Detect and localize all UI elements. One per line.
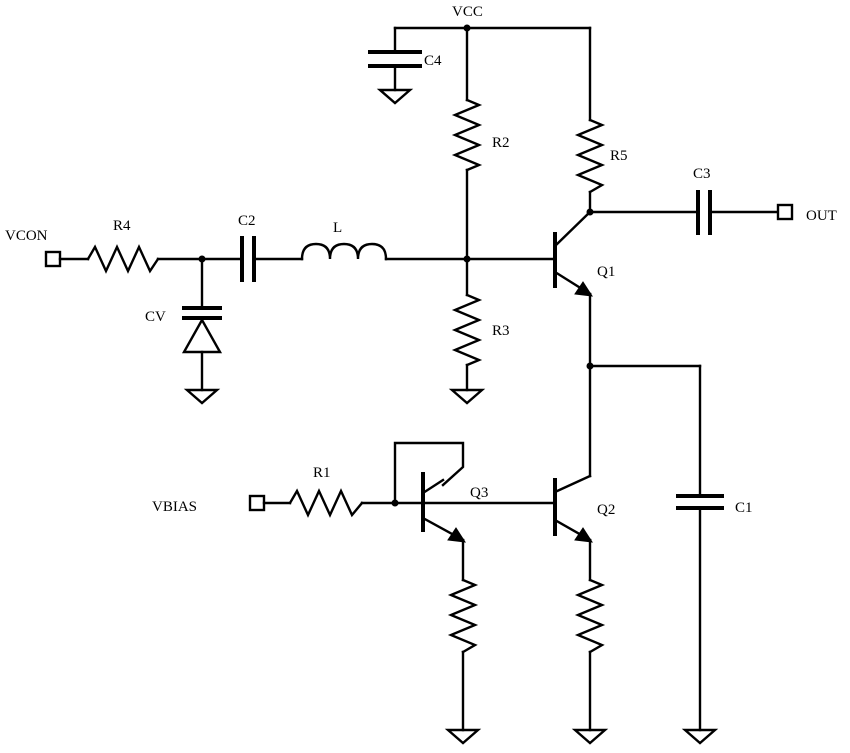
resistor-q2-emitter bbox=[574, 578, 606, 654]
capacitor-c2 bbox=[240, 236, 304, 282]
resistor-q3-emitter bbox=[447, 578, 479, 654]
resistor-r2 bbox=[451, 98, 483, 172]
label-r4: R4 bbox=[113, 218, 131, 234]
transistor-q2 bbox=[553, 474, 593, 543]
ground-icon bbox=[444, 728, 482, 745]
label-q1: Q1 bbox=[597, 264, 615, 280]
label-q2: Q2 bbox=[597, 502, 615, 518]
ground-icon bbox=[376, 88, 414, 105]
vcc-rail bbox=[393, 24, 592, 122]
label-c1: C1 bbox=[735, 500, 753, 516]
out-terminal[interactable] bbox=[776, 203, 794, 221]
ground-icon bbox=[571, 728, 609, 745]
label-l: L bbox=[333, 220, 342, 236]
label-r1: R1 bbox=[313, 465, 331, 481]
resistor-r1 bbox=[288, 488, 364, 518]
label-c2: C2 bbox=[238, 213, 256, 229]
label-cv: CV bbox=[145, 309, 166, 325]
resistor-r3 bbox=[451, 293, 483, 367]
label-c4: C4 bbox=[424, 53, 442, 69]
resistor-r5 bbox=[574, 118, 606, 194]
ground-icon bbox=[448, 388, 486, 405]
label-vcc: VCC bbox=[452, 4, 483, 20]
q3-diode-connection bbox=[393, 441, 465, 505]
inductor-l bbox=[300, 242, 388, 261]
label-vbias: VBIAS bbox=[152, 499, 197, 515]
varactor-cv bbox=[181, 257, 223, 405]
resistor-r4 bbox=[86, 244, 160, 274]
label-c3: C3 bbox=[693, 166, 711, 182]
capacitor-c4 bbox=[368, 26, 422, 105]
vcon-terminal[interactable] bbox=[44, 250, 62, 268]
label-out: OUT bbox=[806, 208, 837, 224]
capacitor-c1 bbox=[588, 364, 724, 745]
ground-icon bbox=[681, 728, 719, 745]
transistor-q3 bbox=[421, 472, 466, 543]
transistor-q1 bbox=[553, 210, 593, 297]
label-q3: Q3 bbox=[470, 485, 488, 501]
vbias-terminal[interactable] bbox=[248, 494, 266, 512]
ground-icon bbox=[183, 388, 221, 405]
label-vcon: VCON bbox=[5, 228, 48, 244]
capacitor-c3 bbox=[588, 190, 780, 235]
label-r5: R5 bbox=[610, 148, 628, 164]
label-r3: R3 bbox=[492, 323, 510, 339]
label-r2: R2 bbox=[492, 135, 510, 151]
